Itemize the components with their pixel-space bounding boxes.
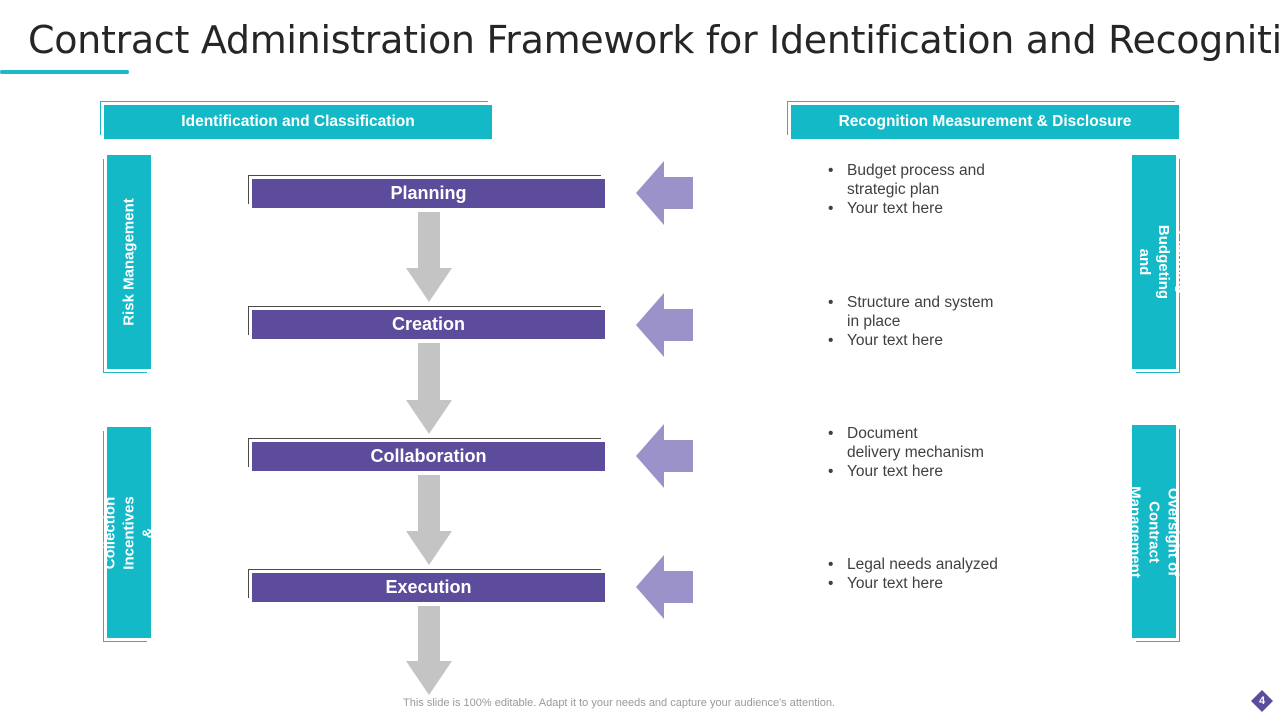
title-underline bbox=[0, 70, 129, 74]
down-arrow-icon bbox=[406, 475, 452, 565]
oversight-label: Oversight of Contract Management bbox=[1126, 485, 1182, 578]
oversight-box: Oversight of Contract Management bbox=[1127, 425, 1182, 638]
stage-creation: Creation bbox=[252, 310, 605, 339]
slide-title: Contract Administration Framework for Id… bbox=[28, 18, 1280, 62]
planning-budgeting-box: Planning Budgeting and Reporting bbox=[1117, 155, 1191, 369]
bullet-list-creation: Structure and system in place Your text … bbox=[828, 293, 993, 350]
left-arrow-icon bbox=[636, 424, 693, 488]
stage-execution: Execution bbox=[252, 573, 605, 602]
bullet-item: Budget process and strategic plan bbox=[828, 161, 985, 199]
stage-collaboration: Collaboration bbox=[252, 442, 605, 471]
bullet-item: Document delivery mechanism bbox=[828, 424, 984, 462]
risk-management-box: Risk Management bbox=[107, 155, 151, 369]
payment-collection-label: Payment Collection Incentives & Penaltie… bbox=[82, 495, 176, 570]
down-arrow-icon bbox=[406, 606, 452, 695]
bullet-item: Legal needs analyzed bbox=[828, 555, 998, 574]
payment-collection-box: Payment Collection Incentives & Penaltie… bbox=[83, 427, 176, 638]
bullet-item: Your text here bbox=[828, 574, 998, 593]
bullet-list-planning: Budget process and strategic plan Your t… bbox=[828, 161, 985, 218]
bullet-item: Structure and system in place bbox=[828, 293, 993, 331]
page-number: 4 bbox=[1251, 690, 1273, 712]
identification-header: Identification and Classification bbox=[104, 105, 492, 139]
left-arrow-icon bbox=[636, 555, 693, 619]
bullet-list-execution: Legal needs analyzed Your text here bbox=[828, 555, 998, 593]
bullet-item: Your text here bbox=[828, 462, 984, 481]
risk-management-label: Risk Management bbox=[120, 198, 138, 326]
down-arrow-icon bbox=[406, 343, 452, 434]
footer-note: This slide is 100% editable. Adapt it to… bbox=[403, 697, 835, 709]
down-arrow-icon bbox=[406, 212, 452, 302]
stage-planning: Planning bbox=[252, 179, 605, 208]
planning-budgeting-label: Planning Budgeting and Reporting bbox=[1117, 224, 1191, 300]
left-arrow-icon bbox=[636, 293, 693, 357]
left-arrow-icon bbox=[636, 161, 693, 225]
recognition-header: Recognition Measurement & Disclosure bbox=[791, 105, 1179, 139]
bullet-item: Your text here bbox=[828, 199, 985, 218]
bullet-list-collaboration: Document delivery mechanism Your text he… bbox=[828, 424, 984, 481]
bullet-item: Your text here bbox=[828, 331, 993, 350]
